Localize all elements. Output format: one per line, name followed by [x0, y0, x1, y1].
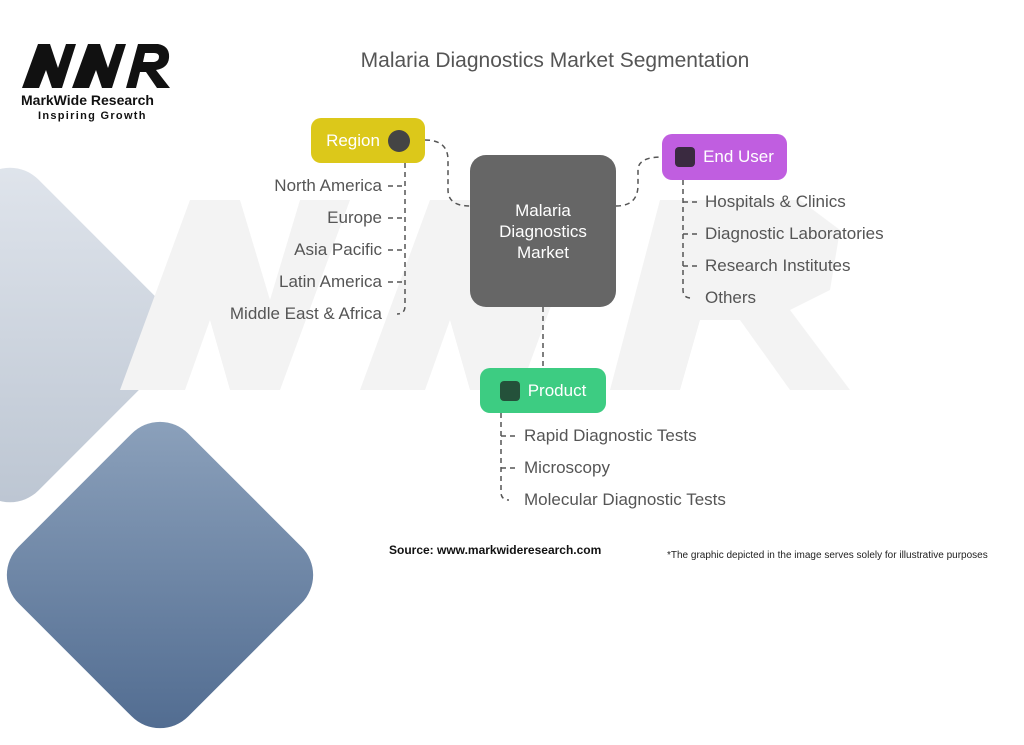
end-user-item: Diagnostic Laboratories: [705, 224, 884, 243]
product-item: Molecular Diagnostic Tests: [524, 490, 726, 509]
source-text: Source: www.markwideresearch.com: [389, 543, 602, 557]
logo-tagline: Inspiring Growth: [38, 110, 147, 122]
region-item: Middle East & Africa: [229, 304, 382, 323]
region-item: Asia Pacific: [294, 240, 382, 259]
product-branches: [501, 435, 517, 469]
logo-mark: [22, 44, 170, 88]
region-label: Region: [326, 130, 380, 150]
page-title: Malaria Diagnostics Market Segmentation: [360, 49, 750, 72]
product-item: Microscopy: [524, 458, 610, 477]
test-tube-drop-icon: [499, 380, 520, 401]
region-item: North America: [274, 176, 382, 195]
end-user-item: Others: [705, 288, 757, 307]
product-trunk: [500, 413, 510, 501]
end-user-node[interactable]: End User: [662, 134, 787, 180]
product-item: Rapid Diagnostic Tests: [524, 426, 697, 445]
region-item: Europe: [327, 208, 382, 227]
center-node[interactable]: Malaria Diagnostics Market: [470, 155, 616, 307]
end-user-trunk: [682, 180, 692, 299]
region-branches: [388, 185, 405, 283]
region-item: Latin America: [279, 272, 382, 291]
disclaimer-text: *The graphic depicted in the image serve…: [667, 550, 988, 561]
end-user-item: Hospitals & Clinics: [705, 192, 846, 211]
globe-icon: [387, 129, 410, 152]
product-label: Product: [527, 380, 587, 400]
end-user-item: Research Institutes: [705, 256, 851, 275]
doctor-clipboard-icon: [675, 147, 696, 167]
end-user-label: End User: [703, 147, 774, 166]
product-node[interactable]: Product: [480, 368, 606, 413]
region-trunk: [396, 163, 406, 315]
connectors: [388, 139, 699, 501]
connector-region: [424, 139, 471, 207]
region-node[interactable]: Region: [311, 118, 425, 163]
end-user-branches: [683, 201, 699, 267]
connector-end-user: [615, 156, 663, 207]
logo-name: MarkWide Research: [21, 92, 154, 108]
